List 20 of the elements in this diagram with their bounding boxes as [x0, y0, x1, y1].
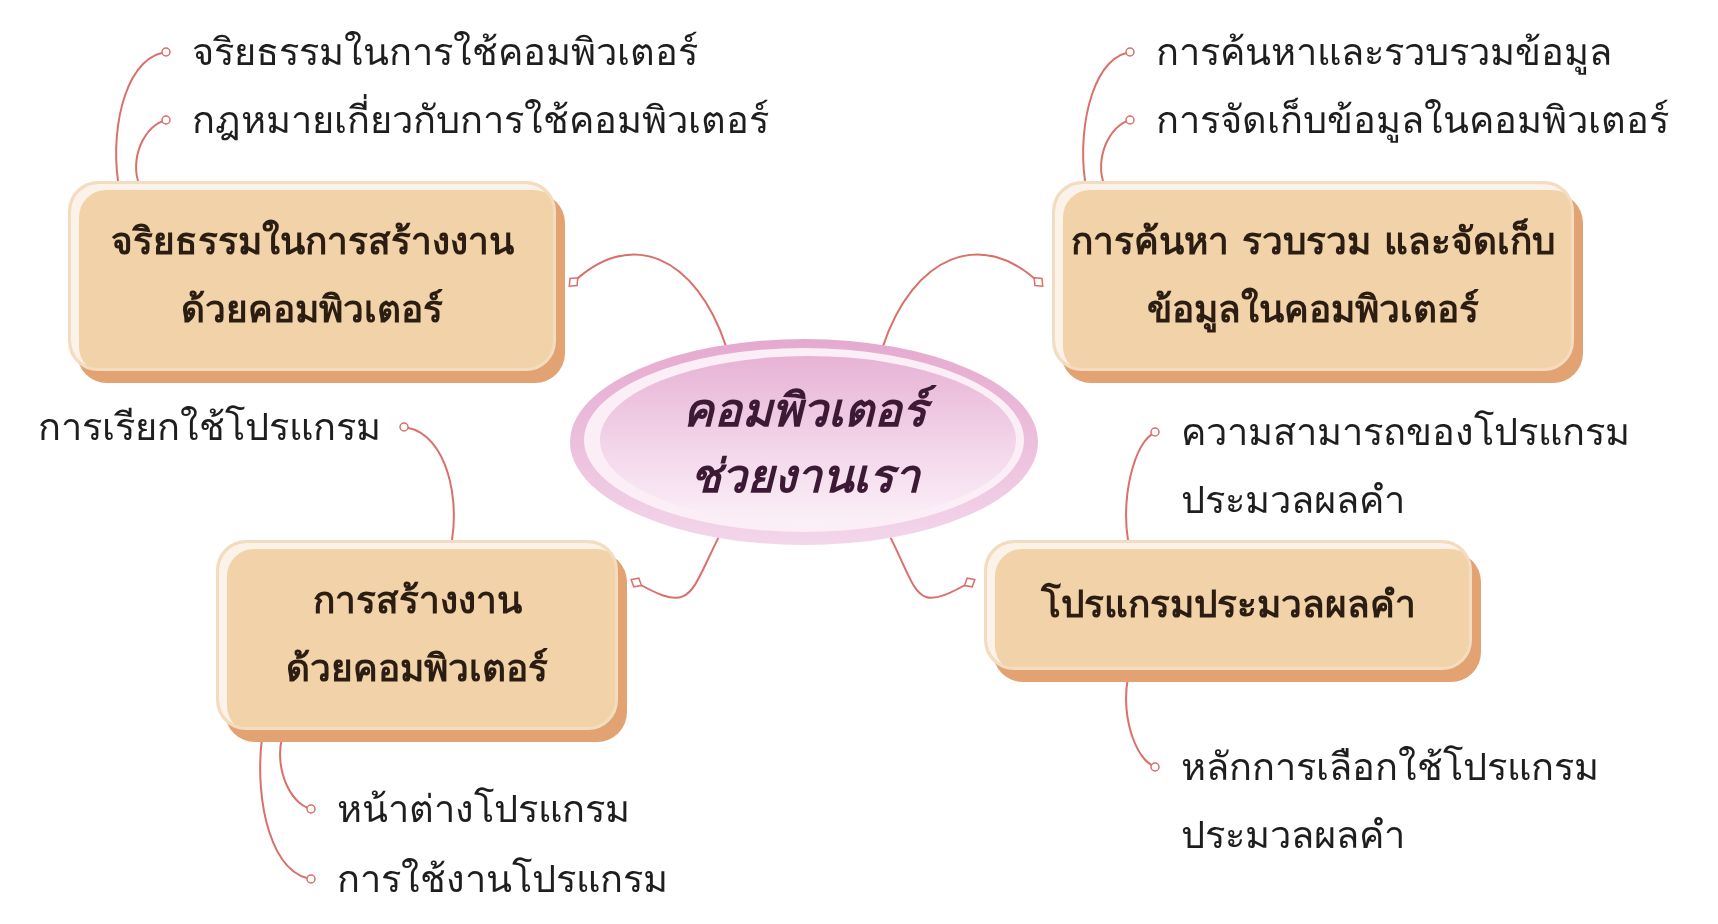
subtopic-text: จริยธรรมในการใช้คอมพิวเตอร์ [192, 18, 752, 86]
connector [1125, 428, 1160, 541]
subtopic-text: การใช้งานโปรแกรม [337, 845, 897, 913]
connector [889, 536, 976, 599]
connector [1100, 115, 1135, 182]
connector [630, 536, 720, 599]
subtopic-text: การจัดเก็บข้อมูลในคอมพิวเตอร์ [1156, 86, 1716, 154]
subtopic-text: การเรียกใช้โปรแกรม [38, 393, 388, 461]
subtopic-text: หลักการเลือกใช้โปรแกรมประมวลผลคำ [1181, 733, 1611, 869]
connector [1082, 47, 1135, 182]
subtopic-text: กฎหมายเกี่ยวกับการใช้คอมพิวเตอร์ [192, 86, 812, 154]
subtopic-text: หน้าต่างโปรแกรม [337, 775, 897, 843]
connector [568, 253, 728, 348]
connector [115, 47, 171, 182]
connector [881, 253, 1044, 348]
subtopic-text: ความสามารถของโปรแกรมประมวลผลคำ [1181, 398, 1661, 534]
subtopic-text: การค้นหาและรวบรวมข้อมูล [1156, 18, 1676, 86]
connector [399, 422, 455, 541]
central-ellipse: คอมพิวเตอร์ช่วยงานเรา [568, 337, 1041, 548]
connector [135, 115, 171, 182]
